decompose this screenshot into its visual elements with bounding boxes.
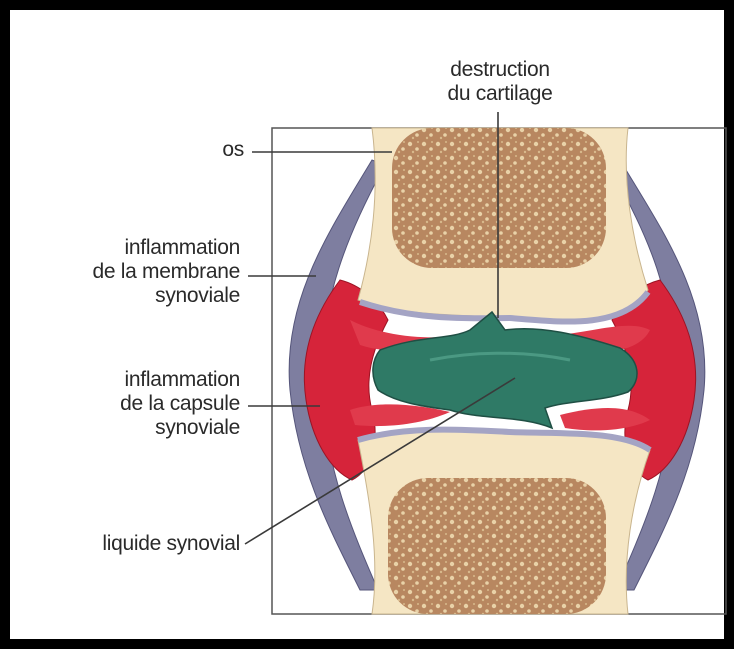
label-inflammation-membrane: inflammation de la membrane synoviale: [30, 236, 240, 308]
label-os: os: [170, 138, 244, 162]
label-liquide-synovial: liquide synovial: [40, 532, 240, 556]
upper-spongy-bone: [392, 128, 606, 268]
label-destruction-cartilage: destruction du cartilage: [420, 58, 580, 106]
label-inflammation-capsule: inflammation de la capsule synoviale: [30, 368, 240, 440]
lower-spongy-bone: [388, 478, 606, 614]
